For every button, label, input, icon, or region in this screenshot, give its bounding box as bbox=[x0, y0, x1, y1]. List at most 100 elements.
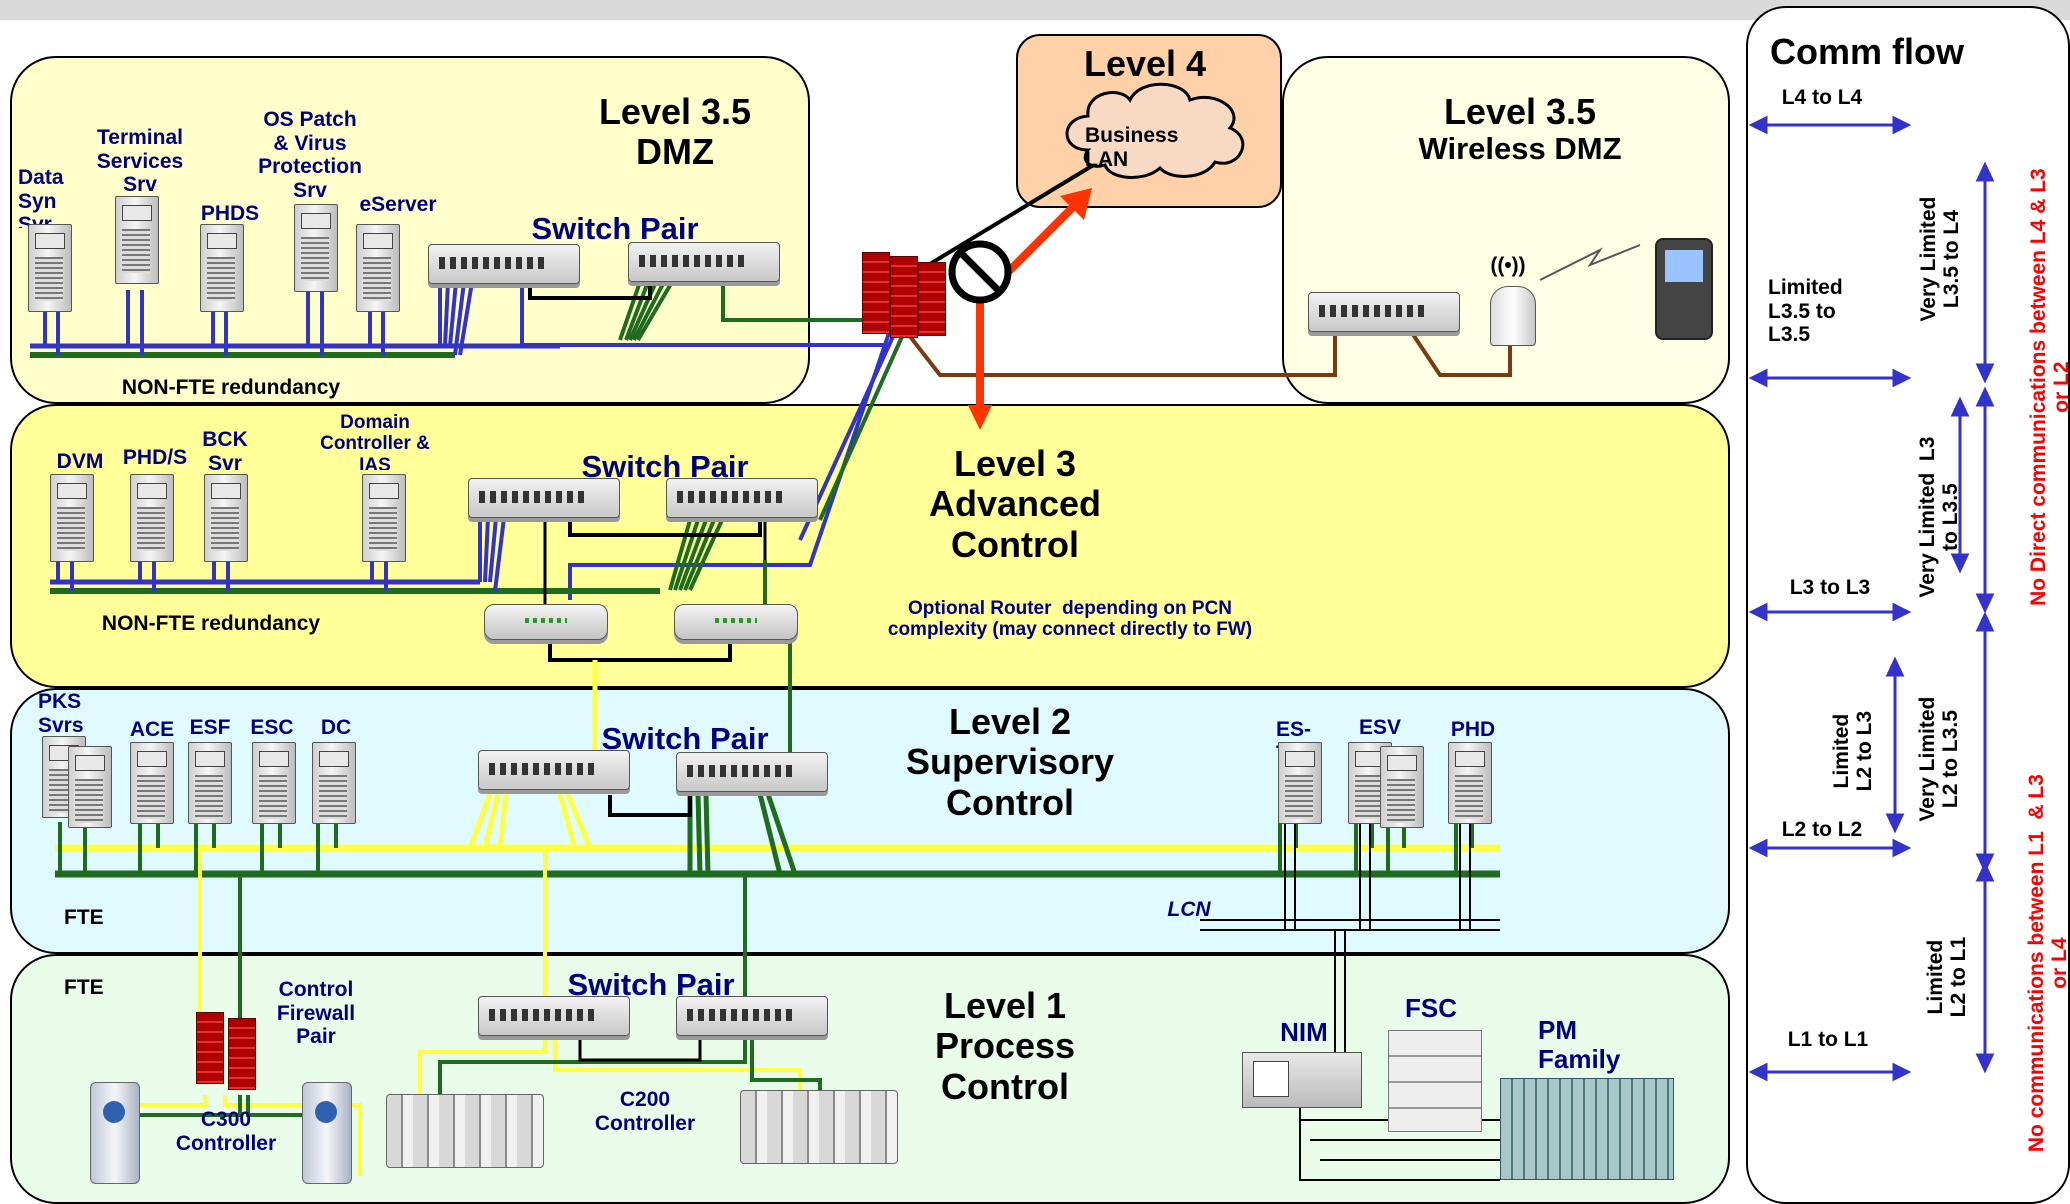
comm-flow-panel bbox=[1746, 6, 2070, 1204]
dmz-to-firewall-green bbox=[721, 280, 905, 322]
l2-server-label-0: PKS Svrs bbox=[38, 690, 84, 737]
l2-switch-fan-yellow bbox=[467, 793, 593, 849]
control-firewall-label: Control Firewall Pair bbox=[276, 978, 356, 1049]
l2-server-label-right-1: ESV bbox=[1358, 716, 1402, 739]
dmz-server-data-syn bbox=[28, 224, 72, 312]
dmz-switch-a bbox=[428, 244, 580, 284]
business-lan-label: Business LAN bbox=[1085, 124, 1179, 171]
level-4-title: Level 4 bbox=[1083, 43, 1207, 84]
l3-router-a bbox=[484, 604, 608, 640]
fw-to-business-lan bbox=[918, 153, 1112, 272]
l3-router-b bbox=[674, 604, 798, 640]
main-firewall-c bbox=[918, 262, 946, 336]
l3-server-label-3: Domain Controller & IAS bbox=[320, 412, 430, 470]
c300-controller-b bbox=[302, 1082, 352, 1184]
pm-family-label: PM Family bbox=[1538, 1015, 1621, 1075]
dmz-switch-fan-2 bbox=[618, 280, 674, 342]
l2-switch-a bbox=[478, 750, 630, 790]
l3-server-label-0: DVM bbox=[56, 450, 104, 473]
wireless-title: Level 3.5 bbox=[1443, 91, 1597, 132]
l2-server-esf bbox=[188, 742, 232, 824]
l2-switch-link bbox=[608, 795, 692, 817]
control-firewall-a bbox=[196, 1012, 224, 1084]
level-3-title: Level 3 Advanced Control bbox=[928, 443, 1102, 565]
l2-switch-b bbox=[676, 752, 828, 792]
wireless-signal-glyph: ((•)) bbox=[1490, 254, 1526, 277]
l2-server-label-2: ESF bbox=[189, 716, 231, 739]
comm-very-limited-l2-l35: Very Limited L2 to L3.5 bbox=[1915, 696, 1962, 822]
main-firewall-b bbox=[890, 256, 918, 338]
dmz-switch-fan bbox=[438, 281, 474, 356]
level-1-title: Level 1 Process Control bbox=[934, 985, 1076, 1107]
comm-l3-l3: L3 to L3 bbox=[1789, 576, 1871, 599]
comm-flow-title: Comm flow bbox=[1770, 31, 1964, 72]
dmz-switch-b bbox=[628, 242, 780, 282]
l3-server-label-1: PHD/S bbox=[122, 446, 188, 469]
lcn-to-l1 bbox=[1334, 930, 1346, 1060]
comm-very-limited-l3-l35: Very Limited L3 to L3.5 bbox=[1915, 436, 1962, 598]
top-banner bbox=[0, 0, 2070, 20]
dmz-server-drops bbox=[43, 290, 385, 355]
l2-server-dc bbox=[312, 742, 356, 824]
l3-router-link bbox=[548, 640, 732, 662]
c200-rack-a bbox=[386, 1094, 544, 1168]
l2-server-label-4: DC bbox=[320, 716, 352, 739]
l2-server-phd bbox=[1448, 742, 1492, 824]
main-firewall-a bbox=[862, 252, 890, 334]
l3-switch-fan bbox=[478, 517, 506, 592]
l2-server-est bbox=[1278, 742, 1322, 824]
dmz-switch-link bbox=[528, 280, 652, 300]
l3-switch-link bbox=[568, 518, 762, 537]
comm-flow-arrows bbox=[1748, 115, 1995, 1082]
dmz-server-phds bbox=[200, 224, 244, 312]
l1-fte-label: FTE bbox=[64, 976, 104, 999]
no-entry-icon bbox=[948, 240, 1012, 304]
c200-label: C200 Controller bbox=[594, 1088, 696, 1135]
l1-switch-label: Switch Pair bbox=[567, 967, 735, 1002]
fw-to-wireless-brown bbox=[903, 328, 1337, 377]
dmz-switch-label: Switch Pair bbox=[531, 211, 699, 246]
nim-device-icon bbox=[1242, 1052, 1362, 1108]
wireless-signal bbox=[1539, 244, 1641, 281]
comm-no-direct-warning: No Direct communications between L4 & L3… bbox=[2026, 168, 2070, 606]
wireless-subtitle: Wireless DMZ bbox=[1418, 131, 1622, 166]
l1-switch-b bbox=[676, 996, 828, 1036]
l2-server-esv-b bbox=[1380, 746, 1424, 828]
l3-server-dvm bbox=[50, 474, 94, 562]
l2-server-drops bbox=[58, 822, 1474, 874]
comm-l1-l1: L1 to L1 bbox=[1787, 1028, 1869, 1051]
comm-limited-l2-l3: Limited L2 to L3 bbox=[1829, 710, 1876, 792]
zone-level-3-5-wireless bbox=[1282, 56, 1730, 404]
comm-l35-l35: Limited L3.5 to L3.5 bbox=[1768, 276, 1843, 347]
dmz-server-terminal bbox=[115, 196, 159, 284]
zone-level-3 bbox=[10, 404, 1730, 688]
comm-no-comm-warning: No communications between L1 & L3 or L4 bbox=[2024, 774, 2070, 1153]
wireless-access-point-icon bbox=[1490, 286, 1536, 346]
control-firewall-b bbox=[228, 1018, 256, 1090]
comm-limited-l2-l1: Limited L2 to L1 bbox=[1923, 936, 1970, 1018]
l3-server-domain bbox=[362, 474, 406, 562]
comm-l4-l4: L4 to L4 bbox=[1781, 86, 1863, 109]
handheld-device-icon bbox=[1655, 238, 1713, 340]
nim-label: NIM bbox=[1280, 1017, 1328, 1047]
wireless-ap-link bbox=[1408, 328, 1512, 377]
l2-server-ace bbox=[130, 742, 174, 824]
business-lan-cloud bbox=[1065, 82, 1245, 179]
comm-l2-l2: L2 to L2 bbox=[1781, 818, 1863, 841]
red-arrowhead-up bbox=[1060, 188, 1092, 220]
wireless-switch bbox=[1308, 292, 1460, 332]
l2-switch-label: Switch Pair bbox=[601, 721, 769, 756]
dmz-redundancy-label: NON-FTE redundancy bbox=[121, 376, 341, 399]
l3-switch-a bbox=[468, 478, 620, 518]
dmz-server-eserver bbox=[356, 224, 400, 312]
fsc-label: FSC bbox=[1405, 993, 1457, 1023]
l2-lcn-drops bbox=[1284, 822, 1471, 930]
l3-switch-fan-2 bbox=[668, 519, 724, 591]
l1-switch-link bbox=[578, 1035, 702, 1062]
zone-level-2 bbox=[10, 688, 1730, 954]
dmz-title: Level 3.5 DMZ bbox=[598, 91, 752, 173]
l2-server-label-3: ESC bbox=[250, 716, 294, 739]
l3-server-label-2: BCK Svr bbox=[202, 428, 248, 472]
red-arrowhead-down bbox=[968, 405, 992, 430]
l3-server-phds bbox=[130, 474, 174, 562]
